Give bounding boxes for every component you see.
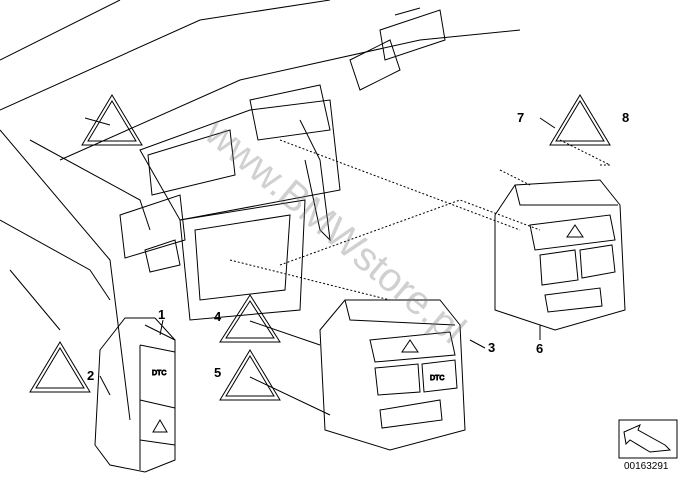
callout-1: 1 bbox=[158, 307, 166, 322]
callout-2: 2 bbox=[87, 368, 95, 383]
dashboard-drawing bbox=[0, 0, 521, 421]
dtc-text-3: DTC bbox=[430, 375, 444, 382]
callout-6: 6 bbox=[536, 341, 544, 356]
image-code-frame bbox=[618, 419, 678, 459]
callout-8: 8 bbox=[622, 110, 630, 125]
callout-7: 7 bbox=[517, 110, 525, 125]
callout-5: 5 bbox=[214, 365, 222, 380]
callout-4: 4 bbox=[214, 309, 222, 324]
image-code: 00163291 bbox=[624, 461, 669, 472]
leader-lines-solid bbox=[84, 117, 556, 416]
warning-triangles bbox=[29, 94, 611, 401]
part-6-switch-panel bbox=[494, 179, 626, 331]
dtc-text: DTC bbox=[152, 370, 166, 377]
part-3-switch-panel: DTC bbox=[319, 299, 466, 451]
callout-3: 3 bbox=[488, 340, 496, 355]
part-1-hazard-switch: DTC bbox=[94, 317, 176, 473]
leader-lines bbox=[229, 139, 611, 301]
